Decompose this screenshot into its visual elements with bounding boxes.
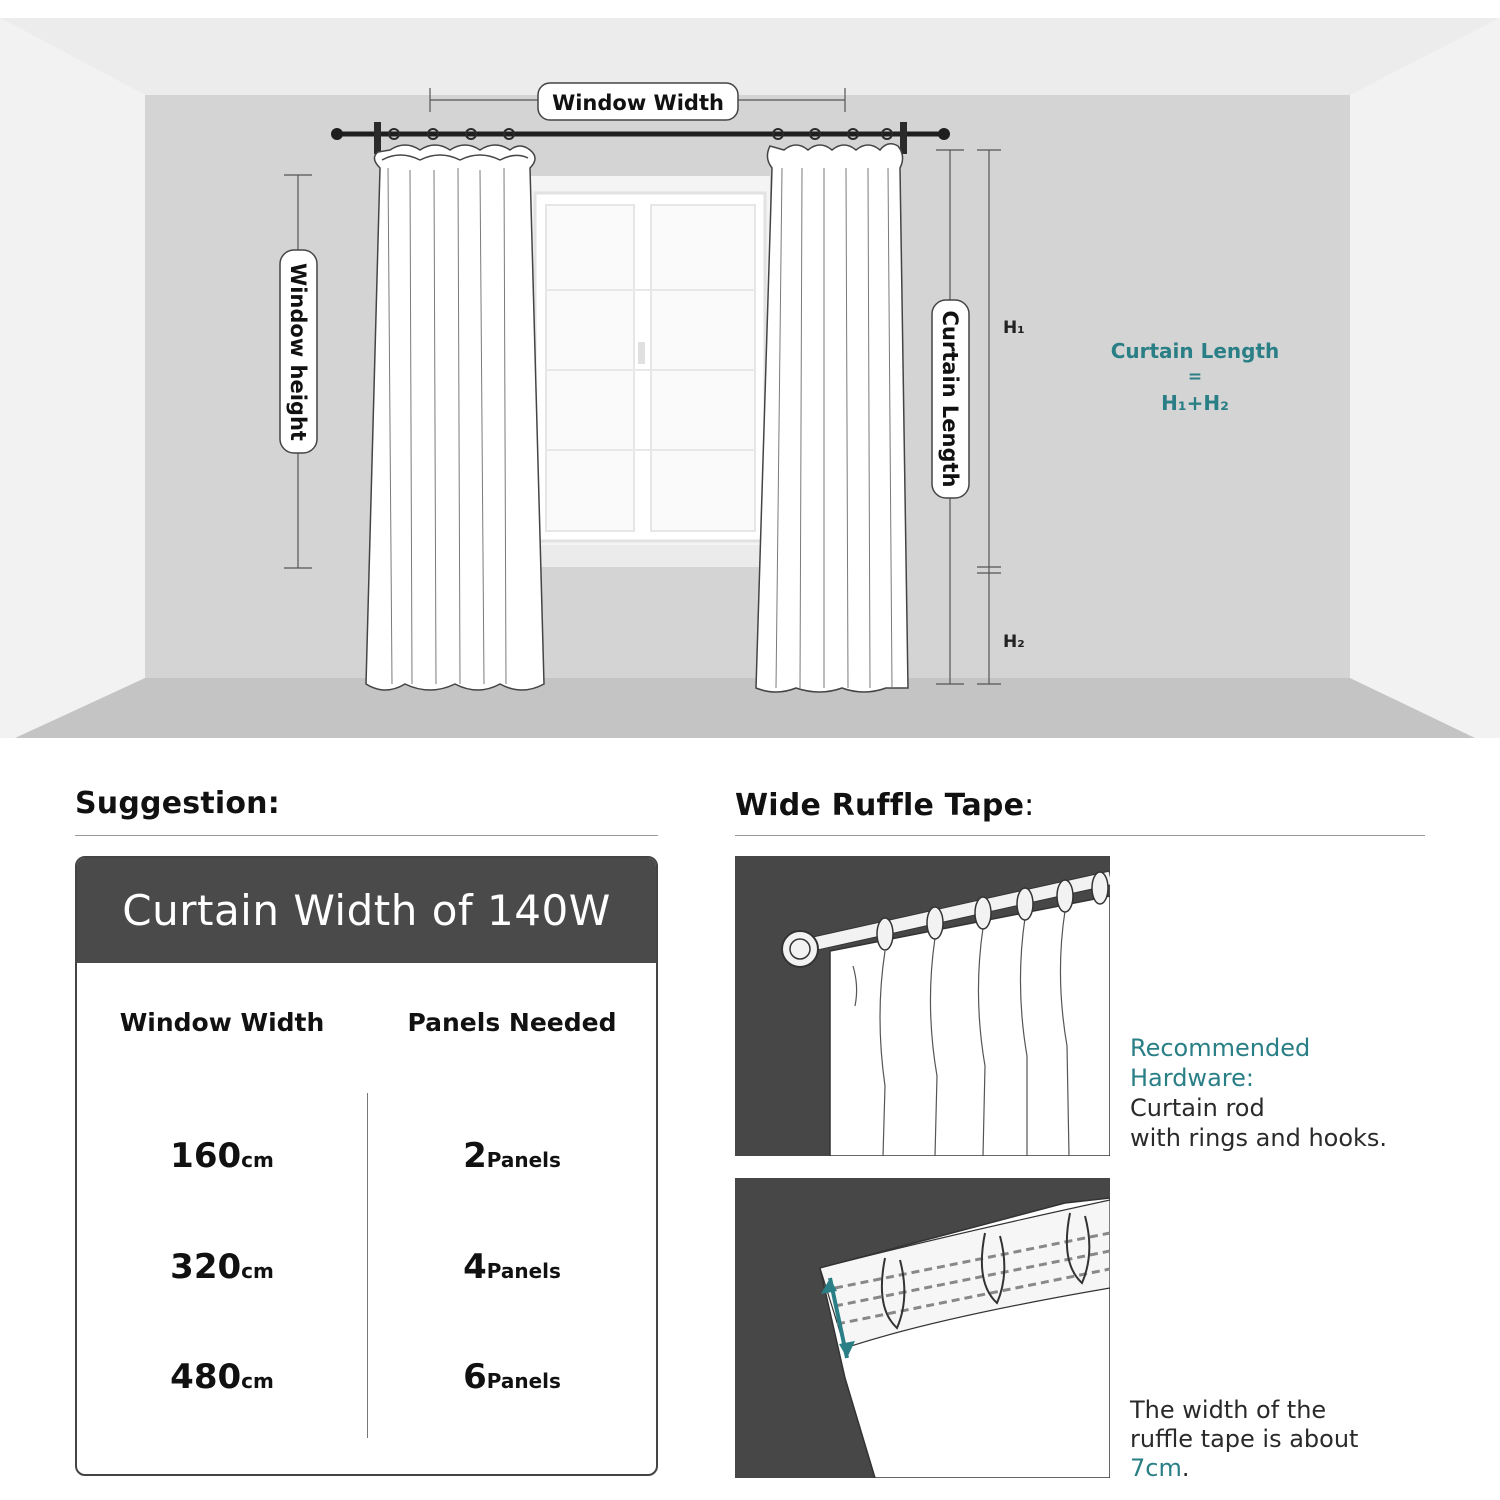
- ruffle-tape-title-text: Wide Ruffle Tape: [735, 788, 1025, 823]
- right-curtain: [755, 143, 909, 693]
- formula-line-3: H₁+H₂: [1161, 391, 1229, 415]
- curtain-rod: [331, 122, 950, 154]
- table-row-2-width: 320cm: [77, 1247, 367, 1287]
- suggestion-title: Suggestion:: [75, 786, 280, 821]
- panels-unit: Panels: [486, 1148, 561, 1172]
- curtain-length-formula: Curtain Length = H₁+H₂: [1111, 339, 1280, 415]
- table-row-1-panels: 2Panels: [367, 1136, 656, 1176]
- tape-line-1: The width of the: [1130, 1396, 1327, 1424]
- ruffle-tape-title-colon: :: [1024, 788, 1035, 823]
- window-width-label: Window Width: [552, 91, 724, 115]
- hardware-line-2: with rings and hooks.: [1130, 1124, 1388, 1152]
- ceiling: [0, 18, 1500, 95]
- hardware-line-1: Curtain rod: [1130, 1094, 1265, 1122]
- column-divider: [367, 1093, 368, 1438]
- width-value: 480: [170, 1357, 242, 1397]
- panels-unit: Panels: [486, 1369, 561, 1393]
- window-width-dimension: Window Width: [429, 82, 846, 121]
- window-height-dimension: Window height: [279, 174, 318, 569]
- suggestion-card: Curtain Width of 140W Window Width Panel…: [75, 856, 658, 1476]
- panels-value: 4: [463, 1247, 487, 1287]
- recommended-line-1: Recommended: [1130, 1034, 1311, 1062]
- table-row-3-panels: 6Panels: [367, 1357, 656, 1397]
- window: [525, 176, 770, 567]
- recommended-hardware-note: Recommended Hardware: Curtain rod with r…: [1130, 1033, 1387, 1153]
- width-unit: cm: [241, 1148, 274, 1172]
- ruffle-rule: [735, 835, 1425, 836]
- tape-line-3: 7cm.: [1130, 1454, 1358, 1483]
- tape-line-2: ruffle tape is about: [1130, 1425, 1359, 1453]
- tape-period: .: [1181, 1454, 1190, 1482]
- right-wall: [1350, 18, 1500, 738]
- left-wall: [0, 18, 145, 738]
- recommended-line-2: Hardware:: [1130, 1064, 1254, 1092]
- curtain-length-label: Curtain Length: [938, 311, 962, 488]
- h1-h2-dimension: H₁ H₂: [977, 149, 1025, 685]
- formula-line-1: Curtain Length: [1111, 339, 1280, 363]
- width-value: 160: [170, 1136, 242, 1176]
- window-height-label: Window height: [286, 263, 310, 441]
- ruffle-tape-title: Wide Ruffle Tape:: [735, 788, 1034, 823]
- h2-label: H₂: [1003, 632, 1025, 652]
- width-unit: cm: [241, 1259, 274, 1283]
- panels-value: 6: [463, 1357, 487, 1397]
- formula-equals: =: [1188, 367, 1202, 387]
- tape-width-value: 7cm: [1130, 1454, 1182, 1482]
- floor: [15, 678, 1475, 738]
- ruffle-tape-width-note: The width of the ruffle tape is about 7c…: [1130, 1396, 1358, 1483]
- room-diagram: Window Width Window height Curtain Lengt…: [0, 18, 1500, 738]
- suggestion-rule: [75, 835, 658, 836]
- card-title: Curtain Width of 140W: [77, 858, 656, 963]
- column-header-window-width: Window Width: [119, 1008, 325, 1037]
- left-curtain: [365, 144, 545, 691]
- width-unit: cm: [241, 1369, 274, 1393]
- curtain-length-dimension: Curtain Length: [931, 149, 970, 685]
- panels-value: 2: [463, 1136, 487, 1176]
- panels-unit: Panels: [486, 1259, 561, 1283]
- table-row-1-width: 160cm: [77, 1136, 367, 1176]
- table-row-3-width: 480cm: [77, 1357, 367, 1397]
- column-header-panels-needed: Panels Needed: [407, 1008, 617, 1037]
- rod-rings-illustration: [735, 856, 1110, 1156]
- width-value: 320: [170, 1247, 242, 1287]
- h1-label: H₁: [1003, 318, 1025, 338]
- table-row-2-panels: 4Panels: [367, 1247, 656, 1287]
- ruffle-tape-illustration: [735, 1178, 1110, 1478]
